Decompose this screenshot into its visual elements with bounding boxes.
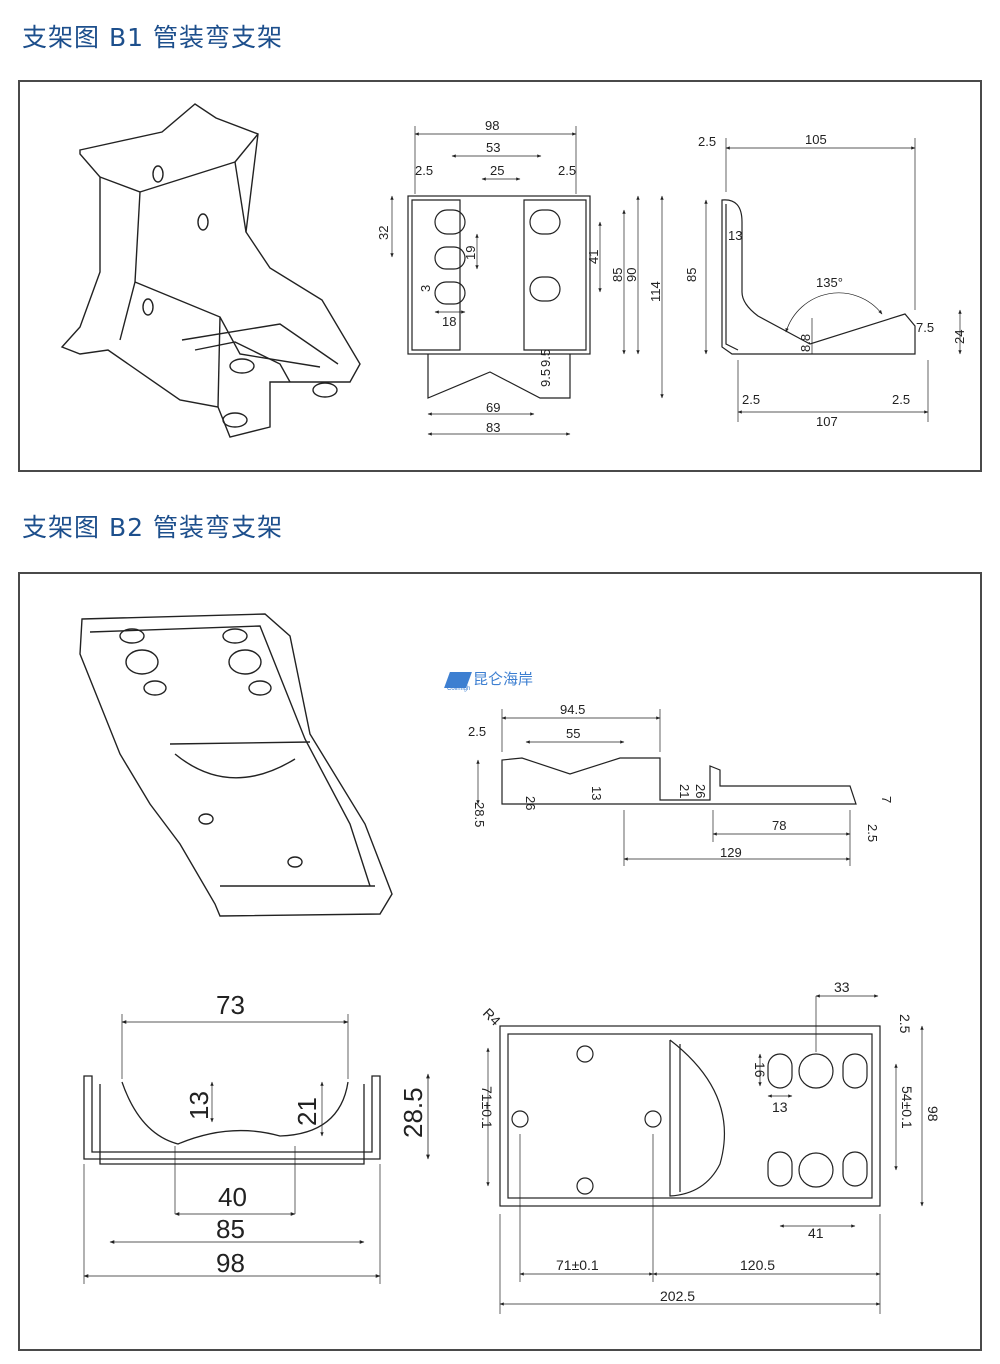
dim-label: 69 (486, 400, 500, 415)
dim-label: 2.5 (558, 163, 576, 178)
b2-plan-view (486, 994, 924, 1314)
dim-label: 90 (624, 268, 639, 282)
dim-label: 71±0.1 (556, 1257, 599, 1273)
dim-label: 2.5 (415, 163, 433, 178)
dim-label: 8.8 (798, 334, 813, 352)
dim-label: 98 (925, 1106, 941, 1122)
dim-label: 40 (218, 1182, 247, 1212)
b2-isometric-view (79, 613, 393, 917)
dim-label: 41 (586, 250, 601, 264)
dim-label: 21 (677, 784, 692, 798)
dim-label: 98 (216, 1248, 245, 1278)
dim-label: 28.5 (398, 1087, 428, 1138)
dim-label: 24 (952, 330, 967, 344)
dim-label: 7.5 (916, 320, 934, 335)
dim-label: 2.5 (742, 392, 760, 407)
dim-label: 94.5 (560, 702, 585, 717)
dim-label: 18 (442, 314, 456, 329)
b2-end-view (83, 1014, 430, 1284)
dim-label: 32 (376, 226, 391, 240)
dim-label: 28.5 (472, 802, 487, 827)
drawing-panel-b1: 98 53 25 2.5 2.5 32 19 41 85 90 114 3 18… (18, 80, 982, 472)
section-title-b1: 支架图 B1 管装弯支架 (22, 23, 283, 52)
dim-label: 53 (486, 140, 500, 155)
b1-isometric-view (60, 103, 361, 438)
b1-side-dims: 2.5 105 13 85 135° 8.8 7.5 24 2.5 2.5 10… (684, 132, 967, 429)
dim-label: 71±0.1 (479, 1086, 495, 1129)
dim-label: 2.5 (897, 1014, 913, 1034)
b1-front-dims: 98 53 25 2.5 2.5 32 19 41 85 90 114 3 18… (376, 118, 663, 435)
dim-label: 105 (805, 132, 827, 147)
dim-label: 2.5 (892, 392, 910, 407)
b2-drawing: 94.5 2.5 55 28.5 26 13 21 26 7 78 2.5 12… (79, 613, 941, 1314)
dim-label: 55 (566, 726, 580, 741)
dim-label: 202.5 (660, 1288, 695, 1304)
dim-label: 16 (752, 1062, 768, 1078)
dim-label: 26 (693, 784, 708, 798)
dim-label: 85 (610, 268, 625, 282)
b1-front-view (390, 126, 664, 436)
b2-side-dims: 94.5 2.5 55 28.5 26 13 21 26 7 78 2.5 12… (468, 702, 894, 860)
dim-label: R4 (480, 1005, 504, 1029)
section-title-b2: 支架图 B2 管装弯支架 (22, 513, 283, 542)
dim-label: 114 (648, 281, 663, 302)
dim-label: 78 (772, 818, 786, 833)
dim-label: 19 (463, 246, 478, 260)
dim-label: 120.5 (740, 1257, 775, 1273)
dim-label: 13 (184, 1091, 214, 1120)
logo-text: 昆仑海岸 (473, 670, 534, 688)
dim-label: 2.5 (698, 134, 716, 149)
dim-label: 25 (490, 163, 504, 178)
dim-label: 98 (485, 118, 499, 133)
dim-label: 33 (834, 979, 850, 995)
dim-label: 13 (589, 786, 604, 800)
dim-label: 54±0.1 (899, 1086, 915, 1129)
dim-label: 85 (684, 268, 699, 282)
b2-end-dims: 73 13 21 28.5 40 85 98 (184, 990, 428, 1278)
drawing-panel-b2: 94.5 2.5 55 28.5 26 13 21 26 7 78 2.5 12… (18, 572, 982, 1351)
dim-label: 13 (728, 228, 742, 243)
watermark-logo: 昆仑海岸 Collmigh (444, 668, 567, 698)
dim-label: 129 (720, 845, 742, 860)
dim-label: 85 (216, 1214, 245, 1244)
dim-label: 3 (418, 285, 433, 292)
b2-side-view (476, 709, 857, 866)
dim-label: 83 (486, 420, 500, 435)
dim-label: 2.5 (468, 724, 486, 739)
dim-label: 73 (216, 990, 245, 1020)
b1-side-view (704, 138, 962, 422)
b1-drawing: 98 53 25 2.5 2.5 32 19 41 85 90 114 3 18… (60, 103, 967, 438)
dim-label: 107 (816, 414, 838, 429)
dim-label: 7 (879, 796, 894, 803)
dim-label: 21 (292, 1097, 322, 1126)
logo-sub: Collmigh (447, 686, 471, 692)
dim-label: 9.5 (538, 369, 553, 387)
dim-label: 13 (772, 1099, 788, 1115)
dim-label: 9.5 (538, 349, 553, 367)
dim-label: 41 (808, 1225, 824, 1241)
dim-label: 2.5 (865, 824, 880, 842)
dim-label: 135° (816, 275, 843, 290)
dim-label: 26 (523, 796, 538, 810)
